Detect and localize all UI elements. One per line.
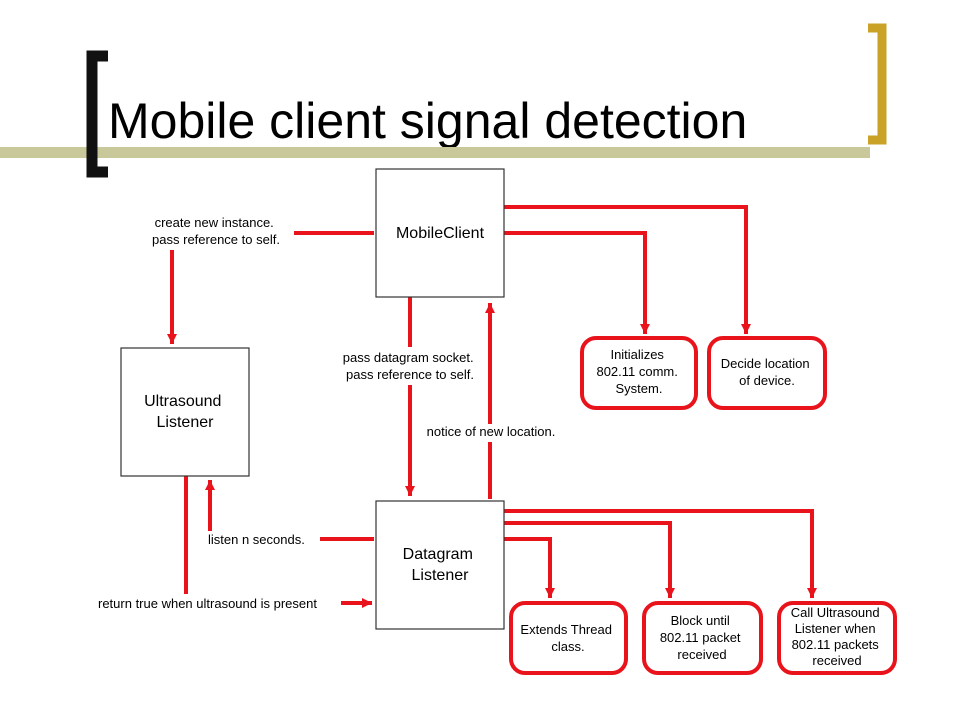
init-comm-label-1: Initializes (610, 347, 664, 362)
extends-thread-label-2: class. (551, 639, 584, 654)
init-comm-label-2: 802.11 comm. (596, 364, 677, 379)
arrow-to-block-until (503, 521, 675, 598)
svg-text:Call Ultrasound Listener: Call Ultrasound Listener when 802.11 pac… (791, 605, 884, 668)
extends-thread-label-1: Extends Thread (520, 622, 612, 637)
arrow-to-decide-location (503, 205, 751, 334)
edge-label-notice-location: notice of new location. (427, 424, 556, 439)
left-bracket (86, 50, 108, 178)
init-comm-label-3: System. (616, 381, 663, 396)
call-ultrasound-box: Call Ultrasound Listener when 802.11 pac… (777, 601, 897, 675)
init-comm-box: Initializes 802.11 comm. System. (580, 336, 698, 410)
decide-location-label-2: of device. (739, 373, 795, 388)
svg-text:Decide location of devic: Decide location of device. (721, 356, 814, 388)
edge-label-create-instance-1: create new instance. (155, 215, 274, 230)
svg-text:Initializes 802.11 comm.: Initializes 802.11 comm. System. (596, 347, 681, 396)
ultrasound-listener-label-1: Ultrasound (144, 393, 221, 410)
call-ultrasound-label-3: 802.11 packets (792, 637, 880, 652)
block-until-label-1: Block until (671, 613, 730, 628)
ultrasound-listener-box: Ultrasound Listener (120, 347, 250, 477)
svg-text:Extends Thread class.: Extends Thread class. (520, 622, 615, 654)
call-ultrasound-label-2: Listener when (795, 621, 876, 636)
arrow-to-call-ultrasound (503, 509, 817, 598)
edge-label-listen-n: listen n seconds. (208, 532, 305, 547)
mobile-client-box: MobileClient (375, 168, 505, 298)
edge-label-pass-socket-2: pass reference to self. (346, 367, 474, 382)
edge-label-create-instance-2: pass reference to self. (152, 232, 280, 247)
svg-text:Ultrasound Listener: Ultrasound Listener (144, 393, 226, 431)
edge-label-create-instance: create new instance. pass reference to s… (152, 215, 280, 247)
slide-title: Mobile client signal detection (108, 93, 748, 149)
arrow-to-extends-thread (503, 537, 555, 598)
call-ultrasound-label-4: received (812, 653, 861, 668)
svg-text:Datagram Listener: Datagram Listener (403, 546, 478, 584)
edge-label-return-true: return true when ultrasound is present (98, 596, 317, 611)
datagram-listener-box: Datagram Listener (375, 500, 505, 630)
block-until-label-3: received (677, 647, 726, 662)
svg-text:MobileClient: MobileClient (396, 225, 485, 242)
ultrasound-listener-label-2: Listener (157, 414, 215, 431)
extends-thread-box: Extends Thread class. (509, 601, 628, 675)
edge-label-pass-socket: pass datagram socket. pass reference to … (343, 350, 477, 382)
arrow-to-init-comm (503, 231, 650, 334)
datagram-listener-label-1: Datagram (403, 546, 473, 563)
edge-label-notice-location-1: notice of new location. (427, 424, 556, 439)
edge-label-pass-socket-1: pass datagram socket. (343, 350, 474, 365)
decide-location-box: Decide location of device. (707, 336, 827, 410)
block-until-label-2: 802.11 packet (660, 630, 741, 645)
mobile-client-label: MobileClient (396, 225, 485, 242)
datagram-listener-label-2: Listener (412, 567, 470, 584)
edge-label-return-true-1: return true when ultrasound is present (98, 596, 317, 611)
call-ultrasound-label-1: Call Ultrasound (791, 605, 880, 620)
edge-label-listen-n-1: listen n seconds. (208, 532, 305, 547)
block-until-box: Block until 802.11 packet received (642, 601, 763, 675)
svg-text:Block until 802.11 packe: Block until 802.11 packet received (660, 613, 744, 662)
right-bracket (868, 23, 887, 145)
title-underline-bar (0, 147, 870, 158)
decide-location-label-1: Decide location (721, 356, 810, 371)
